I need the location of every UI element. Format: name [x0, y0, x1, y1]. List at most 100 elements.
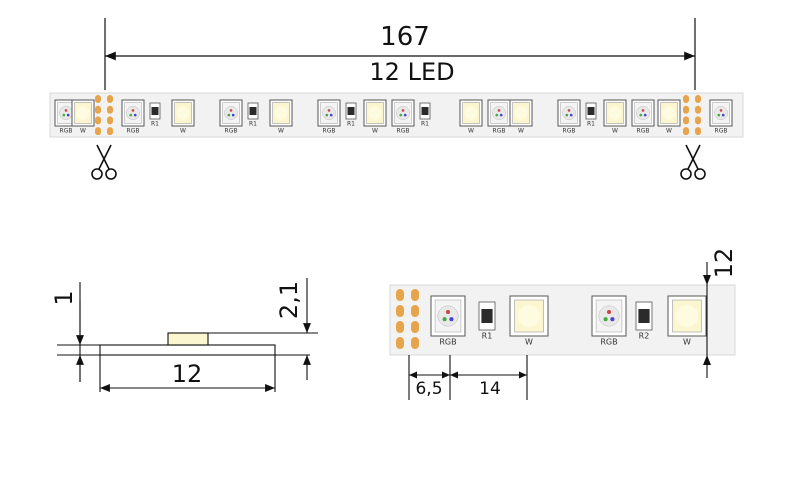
detail-components: RGB R1W RGB R2W — [430, 295, 707, 346]
profile-width-label: 12 — [172, 360, 203, 388]
led-label: W — [518, 127, 524, 134]
led-label: RGB — [60, 127, 73, 134]
pad-offset-label: 6,5 — [415, 379, 442, 399]
strip-components: RGB W RGB R1W RGB R1W RGB R1W RGB R1W RGB W RGB R1W RG… — [54, 99, 733, 134]
solder-pad — [683, 127, 689, 136]
solder-pad — [683, 95, 689, 103]
scissors-icon[interactable] — [91, 144, 117, 180]
resistor-label: R1 — [482, 331, 493, 340]
detail-view: RGB R1W RGB R2W 6,5 14 12 — [389, 248, 738, 400]
resistor: R1 — [345, 102, 357, 127]
led-label: RGB — [225, 127, 238, 134]
led-label: RGB — [127, 127, 140, 134]
white-led: W — [459, 99, 483, 134]
resistor: R1 — [247, 102, 259, 127]
led-profile — [167, 332, 209, 346]
solder-pad — [695, 95, 701, 103]
rgb-led: RGB — [430, 295, 466, 346]
solder-pad — [107, 127, 113, 136]
resistor-label: R2 — [639, 331, 650, 340]
scissors-icon[interactable] — [680, 144, 706, 180]
solder-pad — [695, 105, 701, 114]
total-height-label: 2,1 — [275, 281, 303, 319]
rgb-led: RGB — [121, 99, 145, 134]
solder-pad — [95, 127, 101, 136]
solder-pad — [411, 289, 419, 301]
led-label: RGB — [439, 337, 456, 346]
pcb-thickness-label: 1 — [50, 290, 78, 305]
led-label: W — [525, 337, 533, 346]
led-label: W — [683, 337, 691, 346]
led-label: RGB — [323, 127, 336, 134]
white-led: W — [509, 295, 549, 346]
solder-pad — [411, 305, 419, 317]
white-led: W — [667, 295, 707, 346]
solder-pad — [95, 116, 101, 125]
resistor: R2 — [635, 301, 653, 340]
resistor: R1 — [419, 102, 431, 127]
white-led: W — [509, 99, 533, 134]
resistor-label: R1 — [151, 120, 159, 127]
resistor-label: R1 — [421, 120, 429, 127]
white-led: W — [269, 99, 293, 134]
solder-pad — [396, 305, 404, 317]
led-label: W — [612, 127, 618, 134]
resistor: R1 — [585, 102, 597, 127]
rgb-led: RGB — [591, 295, 627, 346]
solder-pad — [95, 95, 101, 103]
led-label: W — [180, 127, 186, 134]
rgb-led: RGB — [487, 99, 511, 134]
resistor-label: R1 — [347, 120, 355, 127]
resistor: R1 — [478, 301, 496, 340]
solder-pad — [695, 116, 701, 125]
solder-pad — [683, 116, 689, 125]
cut-marks — [91, 144, 706, 180]
resistor-label: R1 — [249, 120, 257, 127]
led-label: RGB — [397, 127, 410, 134]
solder-pad — [396, 321, 404, 333]
led-label: W — [372, 127, 378, 134]
pcb-profile — [99, 344, 276, 356]
rgb-led: RGB — [391, 99, 415, 134]
led-label: RGB — [637, 127, 650, 134]
strip-length-label: 167 — [380, 22, 430, 52]
led-label: W — [468, 127, 474, 134]
strip-width-label: 12 — [710, 248, 738, 279]
led-label: RGB — [600, 337, 617, 346]
resistor: R1 — [149, 102, 161, 127]
led-label: RGB — [563, 127, 576, 134]
rgb-led: RGB — [317, 99, 341, 134]
rgb-led: RGB — [631, 99, 655, 134]
solder-pads — [95, 95, 701, 136]
led-label: W — [666, 127, 672, 134]
led-label: RGB — [715, 127, 728, 134]
solder-pad — [107, 116, 113, 125]
top-strip: RGB W RGB R1W RGB R1W RGB R1W RGB R1W RGB W RGB R1W RG… — [49, 92, 744, 138]
rgb-led: RGB — [557, 99, 581, 134]
rgb-led: RGB — [709, 99, 733, 134]
led-label: RGB — [493, 127, 506, 134]
solder-pad — [107, 95, 113, 103]
solder-pad — [396, 337, 404, 349]
led-label: W — [278, 127, 284, 134]
solder-pad — [411, 337, 419, 349]
profile-view: 1 2,1 12 — [50, 278, 318, 392]
led-label: W — [80, 127, 86, 134]
solder-pad — [683, 105, 689, 114]
resistor-label: R1 — [587, 120, 595, 127]
white-led: W — [363, 99, 387, 134]
solder-pad — [107, 105, 113, 114]
solder-pad — [695, 127, 701, 136]
solder-pad — [95, 105, 101, 114]
top-dimension: 167 12 LED — [104, 18, 696, 90]
solder-pad — [411, 321, 419, 333]
white-led: W — [171, 99, 195, 134]
white-led: W — [71, 99, 95, 134]
white-led: W — [603, 99, 627, 134]
led-pitch-label: 14 — [479, 379, 501, 399]
solder-pad — [396, 289, 404, 301]
detail-solder-pads — [396, 289, 419, 349]
rgb-led: RGB — [219, 99, 243, 134]
